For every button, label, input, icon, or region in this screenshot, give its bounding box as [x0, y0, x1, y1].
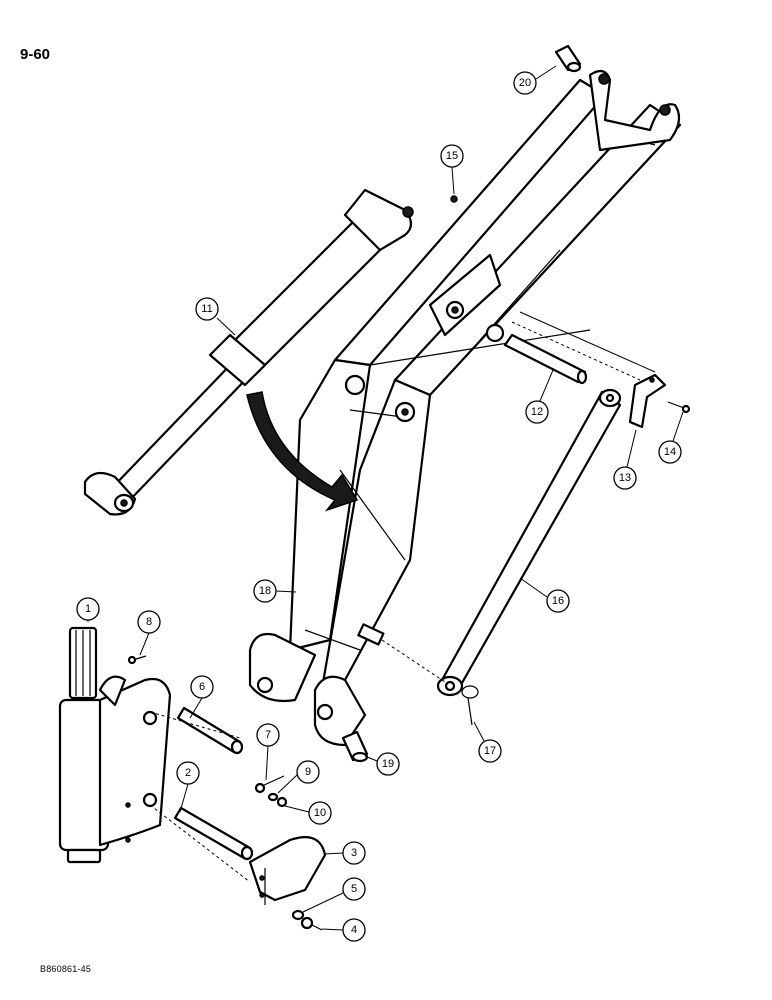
- callout-17: 17: [473, 721, 502, 763]
- svg-text:4: 4: [351, 924, 357, 936]
- lift-arm-frame: [248, 69, 682, 747]
- grease-fitting: [450, 195, 458, 203]
- svg-text:2: 2: [185, 767, 191, 779]
- upper-pin: [149, 706, 244, 755]
- callout-12: 12: [525, 369, 554, 424]
- svg-text:5: 5: [351, 883, 357, 895]
- callout-3: 3: [323, 841, 366, 865]
- callout-18: 18: [253, 579, 297, 603]
- callout-11: 11: [195, 297, 236, 336]
- svg-text:10: 10: [314, 807, 326, 819]
- callout-2: 2: [176, 761, 200, 813]
- bushing-top: [554, 44, 582, 73]
- callout-15: 15: [440, 144, 464, 195]
- svg-text:8: 8: [146, 616, 152, 628]
- svg-text:11: 11: [201, 303, 212, 315]
- svg-text:13: 13: [619, 472, 631, 484]
- washer-5: [291, 909, 305, 921]
- callout-13: 13: [613, 429, 637, 490]
- svg-text:16: 16: [552, 595, 564, 607]
- swing-tower: [58, 626, 172, 864]
- callout-19: 19: [364, 752, 400, 776]
- nut-10: [276, 796, 288, 808]
- svg-text:6: 6: [199, 681, 205, 693]
- svg-text:9: 9: [305, 766, 311, 778]
- retainer-plate-bottom: [248, 836, 327, 905]
- callout-1: 1: [76, 597, 100, 622]
- svg-text:15: 15: [446, 150, 458, 162]
- callout-10: 10: [284, 801, 332, 825]
- installation-arrow: [246, 391, 359, 512]
- bushing-bottom: [341, 730, 369, 763]
- bolt-7: [254, 775, 285, 794]
- link-bar: [381, 388, 622, 697]
- bolt-4: [300, 916, 323, 931]
- cap-screw: [667, 401, 691, 414]
- pivot-pin: [503, 311, 656, 385]
- svg-text:17: 17: [484, 745, 496, 757]
- screw-8: [127, 655, 147, 665]
- callout-16: 16: [519, 577, 570, 613]
- svg-text:7: 7: [265, 729, 271, 741]
- callout-20: 20: [513, 65, 557, 95]
- svg-text:20: 20: [519, 77, 531, 89]
- callout-6: 6: [189, 675, 214, 719]
- callout-9: 9: [277, 760, 320, 794]
- callout-14: 14: [658, 411, 684, 464]
- hydraulic-cylinder: [83, 188, 414, 516]
- svg-text:3: 3: [351, 847, 357, 859]
- lynch-pin: [461, 685, 479, 726]
- callout-7: 7: [256, 723, 280, 781]
- callout-5: 5: [302, 877, 366, 913]
- washer-9: [267, 792, 279, 802]
- callout-8: 8: [137, 610, 161, 656]
- retainer-plate: [628, 373, 667, 429]
- svg-text:14: 14: [664, 446, 676, 458]
- lower-pin: [149, 804, 254, 883]
- page-number: 9-60: [20, 46, 51, 63]
- callout-4: 4: [321, 918, 366, 942]
- svg-text:18: 18: [259, 585, 271, 597]
- svg-text:19: 19: [382, 758, 394, 770]
- svg-text:1: 1: [85, 603, 91, 615]
- drawing-code: B860861-45: [40, 964, 92, 974]
- svg-text:12: 12: [531, 406, 543, 418]
